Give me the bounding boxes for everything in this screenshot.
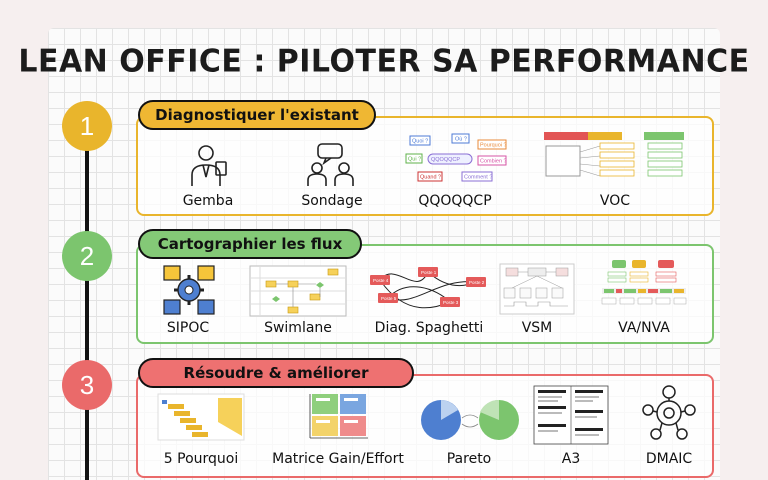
item-a3-label: A3 [561, 451, 581, 467]
step-2-heading: Cartographier les flux [138, 229, 362, 259]
item-qqoqqcp-label: QQOQQCP [418, 193, 492, 209]
gain-effort-matrix-icon [309, 394, 368, 439]
item-gemba-label: Gemba [182, 193, 234, 209]
step-2-badge: 2 [62, 231, 112, 281]
dmaic-cycle-icon [642, 385, 696, 440]
va-nva-diagram-icon [601, 260, 687, 305]
item-pareto-label: Pareto [446, 451, 492, 467]
swimlane-diagram-icon [249, 265, 347, 317]
voc-diagram-icon [544, 132, 684, 177]
svg-text:Pourquoi ?: Pourquoi ? [480, 143, 507, 149]
svg-text:Où ?: Où ? [455, 137, 467, 143]
svg-text:Qui ?: Qui ? [408, 157, 421, 163]
step-3-badge: 3 [62, 360, 112, 410]
item-spaghetti-label: Diag. Spaghetti [374, 320, 484, 336]
item-vsm-label: VSM [521, 320, 553, 336]
vsm-map-icon [499, 263, 575, 315]
item-matrice-label: Matrice Gain/Effort [272, 451, 404, 467]
timeline-line [85, 130, 89, 480]
step-1-heading: Diagnostiquer l'existant [138, 100, 376, 130]
pareto-pie-icon [421, 399, 519, 440]
item-5-pourquoi-label: 5 Pourquoi [163, 451, 239, 467]
svg-text:QQOQQCP: QQOQQCP [431, 157, 460, 163]
five-why-icon [157, 393, 245, 441]
person-clipboard-icon [191, 145, 227, 186]
item-voc-label: VOC [599, 193, 631, 209]
item-sipoc-label: SIPOC [166, 320, 210, 336]
svg-text:Poste 2: Poste 2 [469, 280, 485, 285]
svg-text:Comment ?: Comment ? [464, 175, 492, 181]
qqoqqcp-bubbles-icon: Quoi ? Où ? Pourquoi ? Qui ? QQOQQCP Com… [405, 133, 507, 182]
item-swimlane-label: Swimlane [264, 320, 332, 336]
step-3-heading: Résoudre & améliorer [138, 358, 414, 388]
item-va-nva-label: VA/NVA [618, 320, 670, 336]
item-sondage-label: Sondage [301, 193, 363, 209]
a3-report-icon [533, 385, 609, 445]
page-title: LEAN OFFICE : PILOTER SA PERFORMANCE [18, 43, 750, 80]
svg-text:Combien ?: Combien ? [480, 159, 507, 165]
item-dmaic-label: DMAIC [645, 451, 693, 467]
survey-chat-icon [307, 143, 354, 186]
svg-text:Poste 3: Poste 3 [443, 300, 459, 305]
svg-text:Poste 1: Poste 1 [421, 270, 437, 275]
svg-text:Quand ?: Quand ? [420, 175, 441, 181]
svg-text:Poste 5: Poste 5 [381, 296, 397, 301]
svg-text:Quoi ?: Quoi ? [412, 139, 428, 145]
step-1-badge: 1 [62, 101, 112, 151]
svg-text:Poste 4: Poste 4 [373, 278, 389, 283]
spaghetti-diagram-icon: Poste 1 Poste 2 Poste 3 Poste 4 Poste 5 [370, 267, 486, 309]
sipoc-gear-icon [163, 265, 215, 315]
